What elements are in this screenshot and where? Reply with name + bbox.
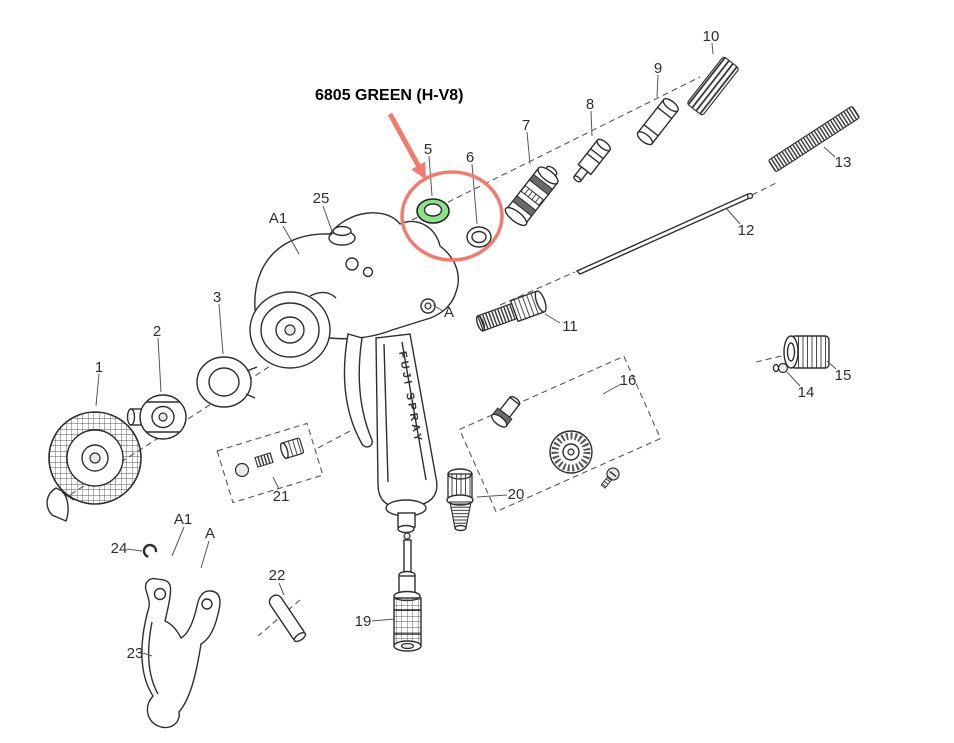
part-pin [268, 594, 307, 643]
part-stem-8 [573, 138, 612, 183]
part-fluid-nozzle [126, 394, 187, 440]
part-yoke [141, 577, 221, 729]
ref-label-a-bottom: A [205, 525, 215, 542]
part-label-10: 10 [703, 28, 720, 45]
part-label-7: 7 [522, 117, 530, 134]
part-needle [575, 192, 754, 275]
part-label-13: 13 [835, 154, 852, 171]
ref-label-a1-bottom: A1 [174, 511, 192, 528]
highlight-circle [400, 170, 504, 262]
part-ring-6 [466, 226, 492, 248]
part-label-23: 23 [127, 645, 144, 662]
highlight-annotation: 6805 GREEN (H-V8) [315, 87, 504, 262]
part-label-22: 22 [269, 567, 286, 584]
part-label-11: 11 [562, 318, 578, 335]
part-label-24: 24 [111, 540, 128, 557]
part-label-6: 6 [466, 149, 474, 166]
part-label-14: 14 [798, 384, 815, 401]
part-label-2: 2 [153, 323, 161, 340]
part-label-16: 16 [620, 372, 637, 389]
part-clip [142, 543, 158, 559]
part-label-21: 21 [273, 488, 290, 505]
part-needle-spring [768, 106, 860, 172]
part-ball-stud [772, 362, 789, 374]
part-label-5: 5 [424, 141, 432, 158]
part-fluid-fitting [446, 468, 474, 532]
part-label-3: 3 [213, 289, 221, 306]
part-air-connector [393, 532, 422, 652]
part-label-25: 25 [313, 190, 330, 207]
part-spring-10 [687, 56, 739, 116]
part-label-9: 9 [654, 60, 662, 77]
part-label-20: 20 [508, 486, 525, 503]
group-box-16 [458, 355, 662, 513]
part-label-19: 19 [355, 613, 372, 630]
group-box-21 [216, 422, 324, 504]
part-air-cap [46, 411, 142, 522]
leader-lines [95, 42, 837, 657]
part-coupler-11 [475, 290, 547, 332]
ref-label-a-top: A [444, 304, 454, 321]
assembly-axes [61, 76, 791, 637]
highlight-arrow [387, 112, 427, 180]
part-green-seal [416, 198, 450, 224]
part-label-15: 15 [835, 367, 852, 384]
part-knurled-nut [783, 335, 830, 369]
part-label-1: 1 [95, 359, 103, 376]
part-cylinder-9 [636, 98, 679, 146]
part-label-12: 12 [738, 222, 755, 239]
gun-body: FUJI SPRAY [249, 212, 459, 534]
callout-label: 6805 GREEN (H-V8) [315, 87, 464, 104]
part-labels: 1 2 3 5 6 7 8 9 10 11 12 13 14 15 16 19 … [95, 28, 852, 662]
part-air-valve [504, 165, 559, 227]
part-label-8: 8 [586, 96, 594, 113]
part-retaining-ring [196, 356, 258, 408]
ref-label-a1-top: A1 [269, 210, 287, 227]
